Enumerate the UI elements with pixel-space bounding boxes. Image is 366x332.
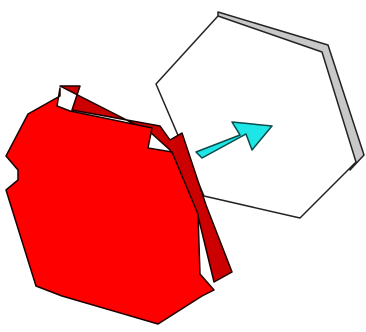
- puzzle-illustration: [0, 0, 366, 332]
